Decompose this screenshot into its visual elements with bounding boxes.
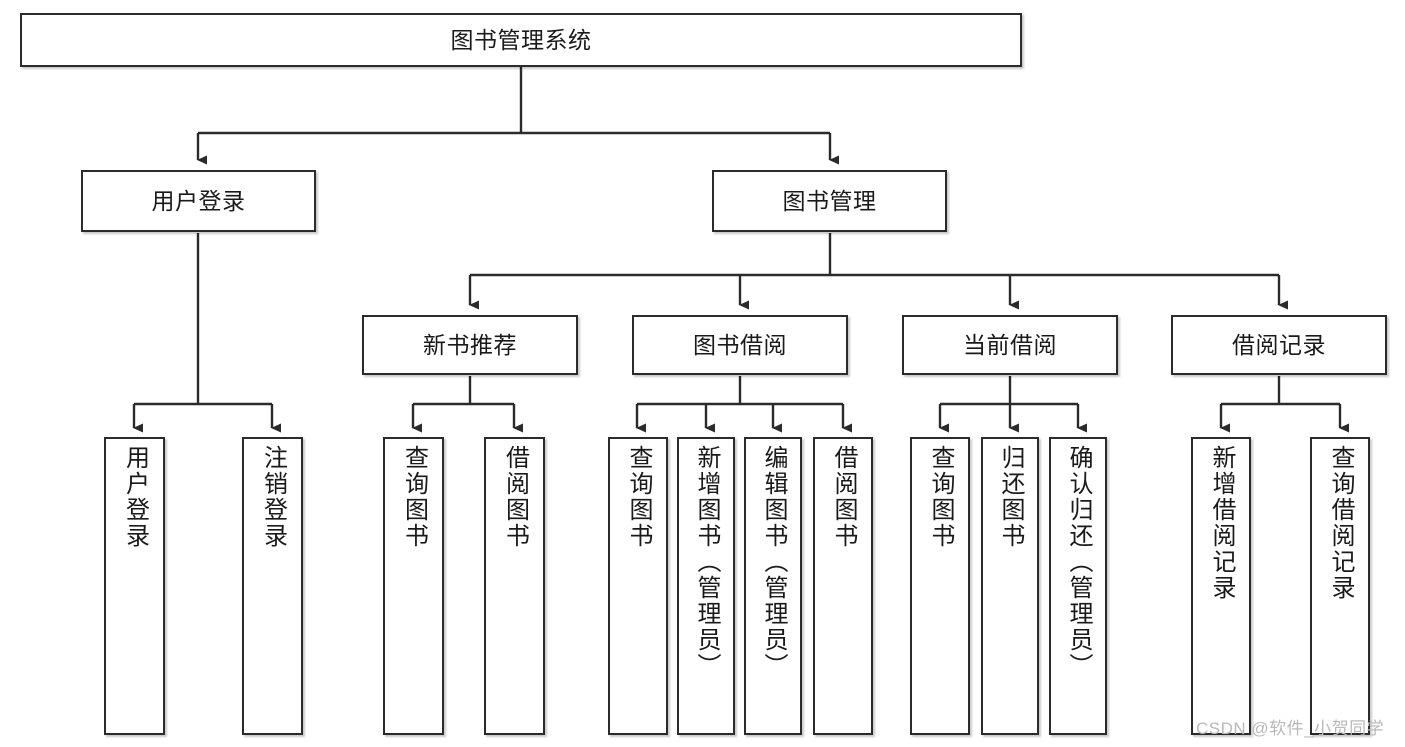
node-label: 借阅图书 <box>501 445 529 549</box>
node-label: 借阅记录 <box>1232 331 1326 358</box>
node-label: 用户登录 <box>121 445 149 549</box>
node-label: 确认归还（管理员） <box>1065 445 1092 679</box>
node-label: 查询借阅记录 <box>1327 445 1354 601</box>
leaf-recommend-borrow-book[interactable]: 借阅图书 <box>484 437 545 735</box>
node-label: 借阅图书 <box>830 445 857 549</box>
leaf-current-return-book[interactable]: 归还图书 <box>981 437 1039 735</box>
node-label: 新书推荐 <box>423 331 517 358</box>
node-root-book-management-system[interactable]: 图书管理系统 <box>20 13 1022 67</box>
node-label: 图书借阅 <box>693 331 787 358</box>
leaf-borrow-query-book[interactable]: 查询图书 <box>608 437 668 735</box>
node-label: 新增图书（管理员） <box>693 445 720 679</box>
node-label: 查询图书 <box>927 445 954 549</box>
node-label: 编辑图书（管理员） <box>760 445 787 679</box>
node-label: 图书管理 <box>782 187 877 214</box>
node-user-login[interactable]: 用户登录 <box>81 170 316 232</box>
leaf-record-add-borrow-record[interactable]: 新增借阅记录 <box>1191 437 1251 735</box>
leaf-user-logout[interactable]: 注销登录 <box>242 437 303 735</box>
node-book-borrow[interactable]: 图书借阅 <box>632 315 848 375</box>
node-label: 用户登录 <box>151 187 246 214</box>
node-label: 新增借阅记录 <box>1208 445 1235 601</box>
leaf-borrow-add-book-admin[interactable]: 新增图书（管理员） <box>677 437 735 735</box>
node-new-book-recommend[interactable]: 新书推荐 <box>362 315 578 375</box>
node-label: 归还图书 <box>997 445 1024 549</box>
leaf-current-query-book[interactable]: 查询图书 <box>910 437 970 735</box>
leaf-user-login[interactable]: 用户登录 <box>104 437 165 735</box>
node-label: 查询图书 <box>400 445 428 549</box>
leaf-current-confirm-return-admin[interactable]: 确认归还（管理员） <box>1049 437 1107 735</box>
node-label: 注销登录 <box>259 445 287 549</box>
node-label: 当前借阅 <box>963 331 1057 358</box>
leaf-borrow-borrow-book[interactable]: 借阅图书 <box>813 437 873 735</box>
node-borrow-record[interactable]: 借阅记录 <box>1171 315 1387 375</box>
node-current-borrow[interactable]: 当前借阅 <box>902 315 1118 375</box>
leaf-borrow-edit-book-admin[interactable]: 编辑图书（管理员） <box>744 437 802 735</box>
node-label: 查询图书 <box>625 445 652 549</box>
leaf-recommend-query-book[interactable]: 查询图书 <box>383 437 444 735</box>
node-label: 图书管理系统 <box>450 26 592 53</box>
node-book-management[interactable]: 图书管理 <box>712 170 947 232</box>
leaf-record-query-borrow-record[interactable]: 查询借阅记录 <box>1310 437 1370 735</box>
csdn-watermark: CSDN @软件_小贺同学 <box>1196 719 1385 738</box>
